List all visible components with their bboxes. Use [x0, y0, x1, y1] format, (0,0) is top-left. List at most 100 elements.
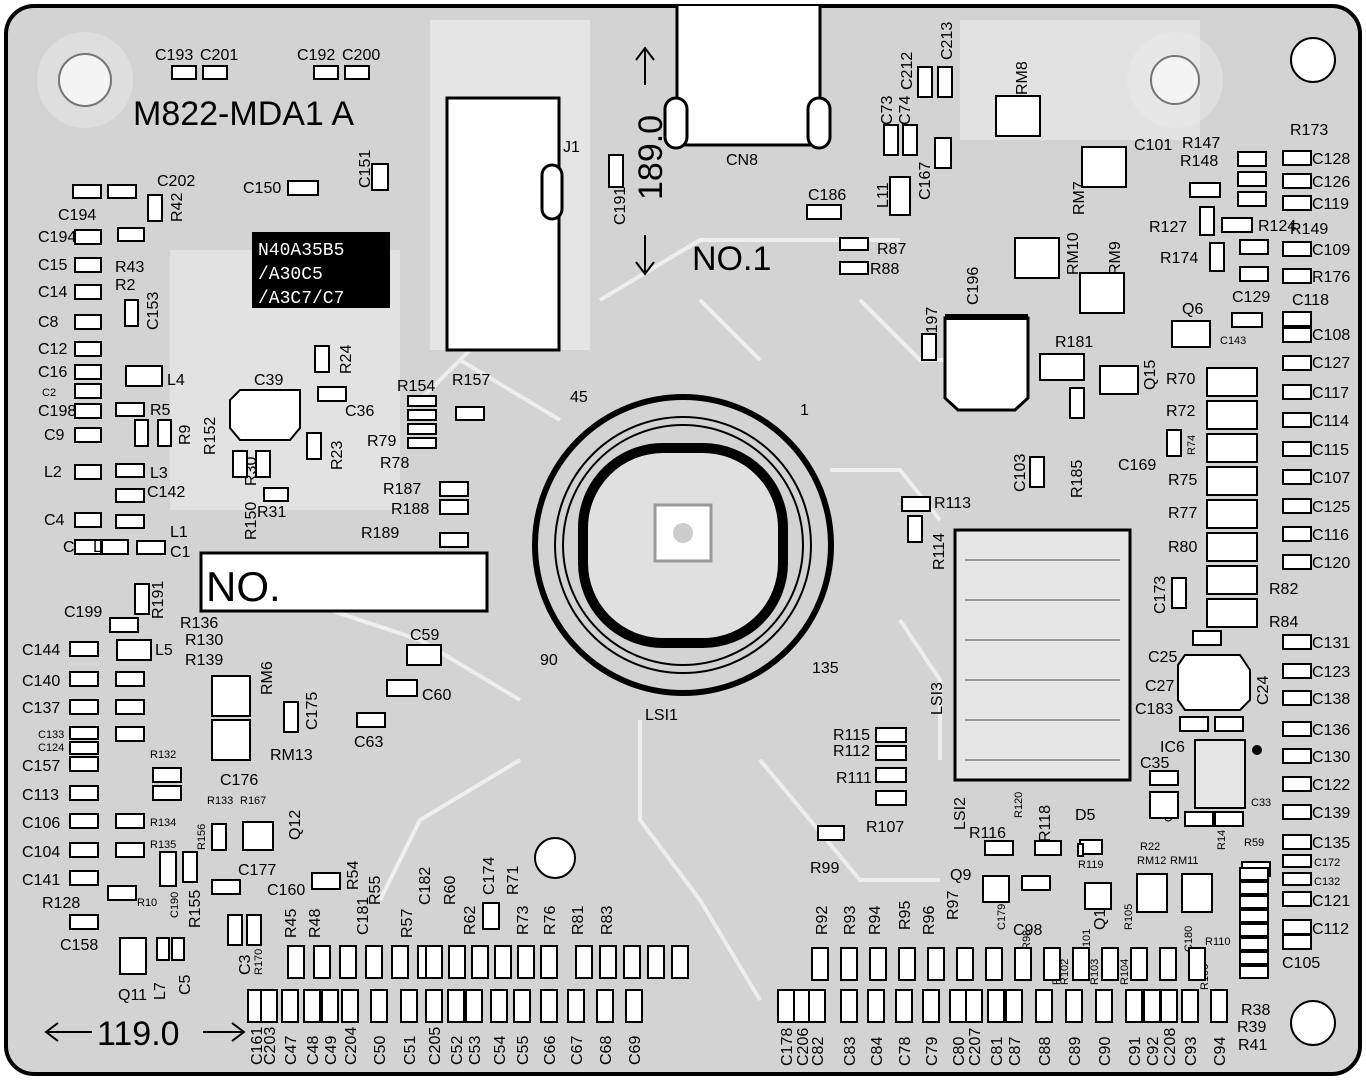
label-r72: R72: [1166, 403, 1195, 420]
br-top-4-pad: [927, 947, 945, 981]
C105-pad: [1282, 934, 1312, 950]
L2-pad: [74, 464, 102, 480]
label-c33: C33: [1251, 797, 1271, 809]
label-c139: C139: [1312, 805, 1350, 822]
label-r185: R185: [1069, 460, 1086, 498]
label-c180: C180: [1183, 926, 1195, 952]
C138-pad: [1282, 690, 1312, 706]
label-c161: C161: [249, 1027, 266, 1065]
label-rm11: RM11: [1170, 855, 1199, 867]
label-c107: C107: [1312, 470, 1350, 487]
br-top-11-pad: [1130, 947, 1148, 981]
label-r31: R31: [257, 504, 286, 521]
top-row-11-pad: [540, 945, 558, 979]
label-r97: R97: [945, 891, 962, 920]
top-row-16-pad: [671, 945, 689, 979]
big-r-1-pad: [1206, 400, 1258, 430]
rstack-2-pad: [1239, 895, 1269, 909]
label-r38: R38: [1241, 1002, 1270, 1019]
label-r112: R112: [833, 743, 870, 760]
connector-cn8: CN8: [663, 6, 832, 169]
C198-pad: [74, 403, 102, 419]
label-r173: R173: [1290, 122, 1328, 139]
label-c128: C128: [1312, 151, 1350, 168]
R185-pad: [1069, 387, 1085, 419]
C48-pad: [303, 989, 321, 1023]
label-c206: C206: [795, 1028, 812, 1066]
label-c140: C140: [22, 673, 60, 690]
RM12p-pad: [1136, 873, 1168, 913]
C199-pad: [109, 617, 139, 633]
lsi1-label: LSI1: [645, 707, 678, 724]
label-r73: R73: [515, 906, 532, 935]
br-top-6-pad: [985, 947, 1003, 981]
C79-pad: [922, 989, 940, 1023]
C107-pad: [1282, 469, 1312, 485]
label-c35: C35: [1140, 755, 1169, 772]
label-c213: C213: [939, 22, 956, 60]
C14-pad: [74, 284, 102, 300]
chip-marking-line-1: N40A35B5: [258, 241, 344, 261]
label-c119: C119: [1312, 196, 1349, 213]
C197-pad: [921, 333, 937, 361]
Q11-pad: [119, 937, 147, 975]
label-c176: C176: [220, 772, 258, 789]
br-top-2-pad: [869, 947, 887, 981]
label-c143: C143: [1220, 335, 1246, 347]
label-r174: R174: [1160, 250, 1198, 267]
r-b-pad: [1237, 171, 1267, 187]
label-l5: L5: [155, 642, 173, 659]
label-r111: R111: [836, 770, 872, 787]
label-r115: R115: [833, 727, 870, 744]
label-c8: C8: [38, 314, 59, 331]
label-c199: C199: [64, 604, 102, 621]
top-row-12-pad: [575, 945, 593, 979]
C137-pad: [69, 699, 99, 715]
R132a-pad: [115, 671, 145, 687]
label-c87: C87: [1007, 1037, 1024, 1066]
C202-pad: [107, 184, 137, 199]
label-q11: Q11: [118, 987, 147, 1004]
br-top-3-pad: [898, 947, 916, 981]
C54-pad: [490, 989, 508, 1023]
RM10-pad: [1014, 237, 1060, 279]
C93-pad: [1181, 989, 1199, 1023]
label-c118: C118: [1292, 292, 1329, 309]
label-c115: C115: [1312, 442, 1349, 459]
C125-pad: [1282, 498, 1312, 514]
C87-pad: [1005, 989, 1023, 1023]
label-r70: R70: [1166, 371, 1195, 388]
label-rm6: RM6: [259, 661, 276, 695]
br-top-9-pad: [1072, 947, 1090, 981]
label-c93: C93: [1183, 1037, 1200, 1066]
C73-pad: [883, 124, 899, 156]
label-c177: C177: [238, 862, 276, 879]
rstack-4-pad: [1239, 923, 1269, 937]
R9b-pad: [134, 419, 149, 447]
R113-pad: [901, 496, 931, 512]
label-c55: C55: [515, 1036, 532, 1065]
label-c121: C121: [1312, 893, 1350, 910]
label-c190: C190: [169, 892, 181, 918]
C83-pad: [840, 989, 858, 1023]
R14b-pad: [1214, 811, 1244, 827]
label-c178: C178: [779, 1028, 796, 1066]
label-c131: C131: [1312, 635, 1350, 652]
label-c129: C129: [1232, 289, 1270, 306]
C92-pad: [1143, 989, 1161, 1023]
pin-label-1: 1: [800, 402, 809, 419]
label-c15: C15: [38, 257, 67, 274]
label-c54: C54: [492, 1036, 509, 1065]
label-r116: R116: [969, 825, 1006, 842]
C5-pad: [171, 937, 185, 961]
dim-vertical: 189.0: [632, 115, 670, 200]
label-c39: C39: [254, 372, 283, 389]
C36-pad: [317, 386, 347, 402]
C49-pad: [321, 989, 339, 1023]
label-c144: C144: [22, 642, 60, 659]
top-row-4-pad: [391, 945, 409, 979]
label-c88: C88: [1037, 1037, 1054, 1066]
label-r135: R135: [150, 839, 176, 851]
label-c157: C157: [22, 758, 60, 775]
j1-label: J1: [563, 139, 580, 156]
